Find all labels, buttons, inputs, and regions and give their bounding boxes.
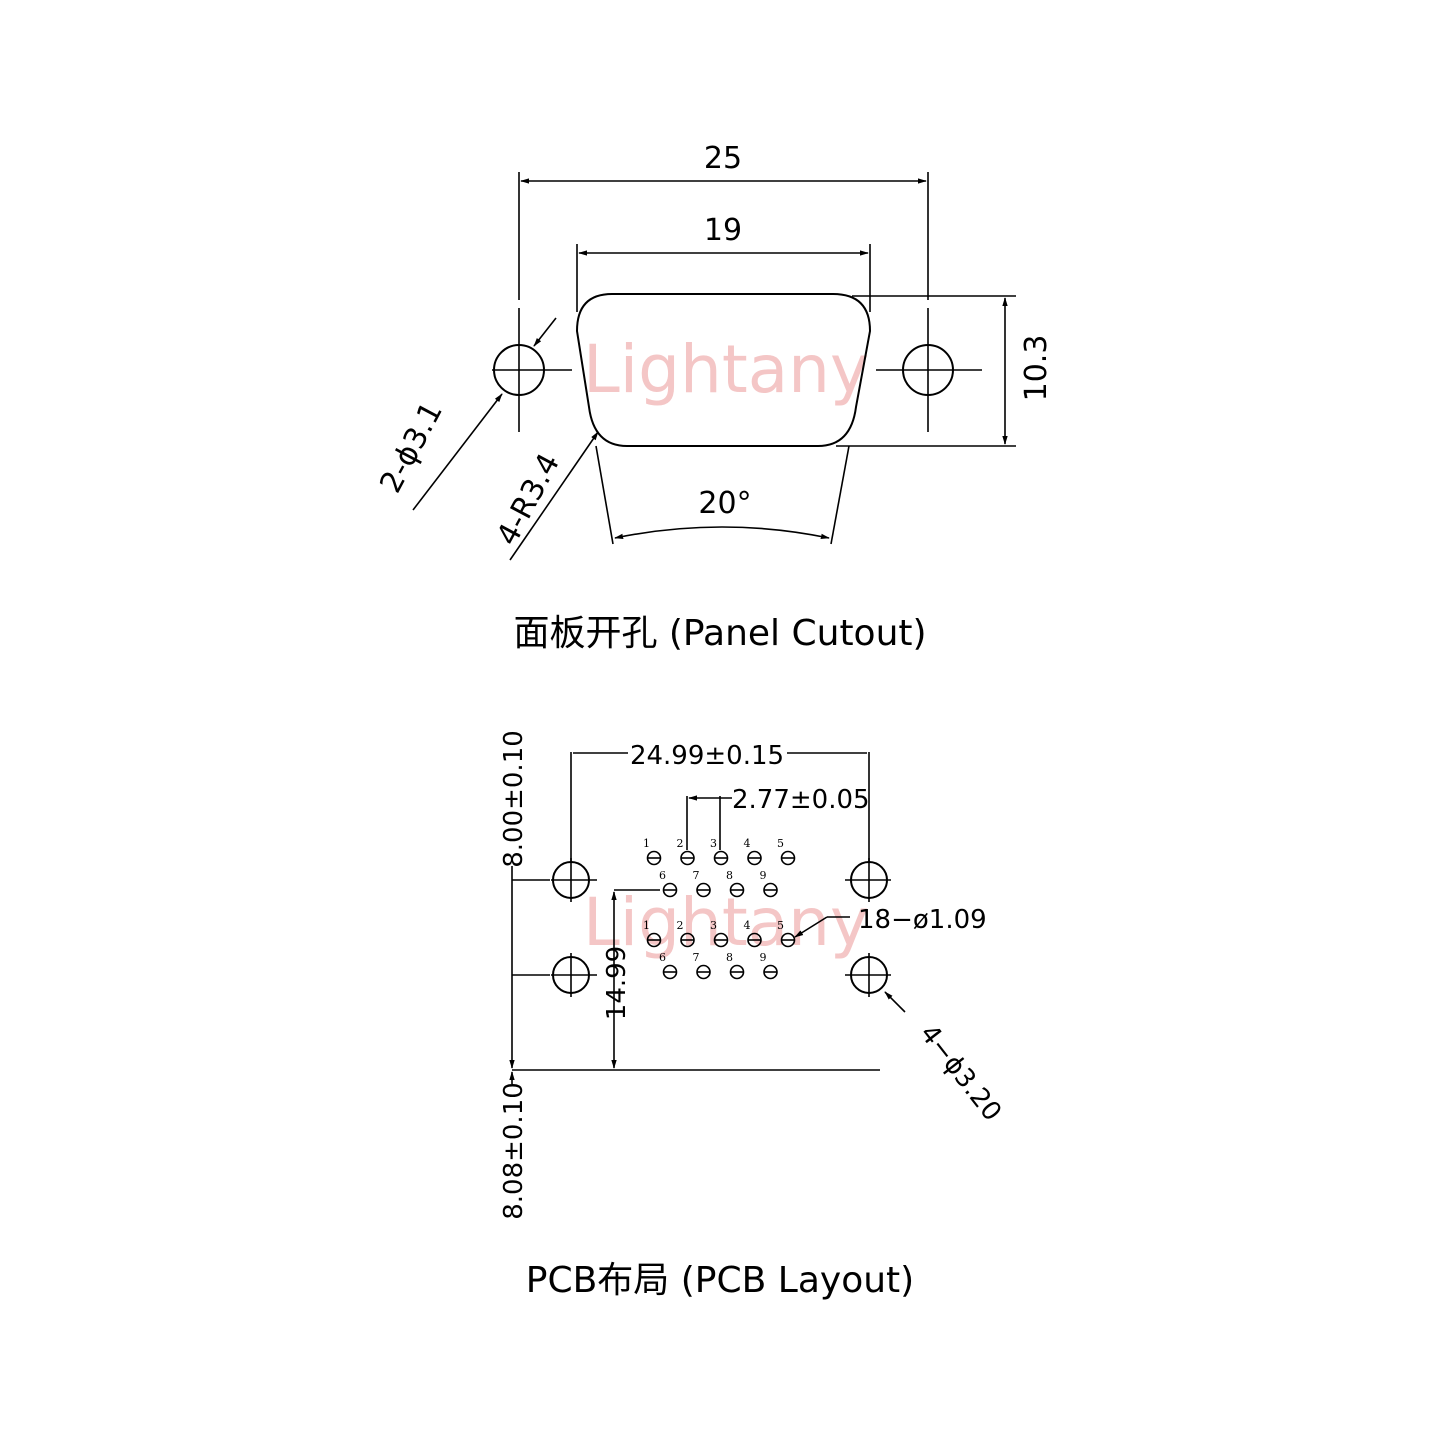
dim-cutout-width: 19 <box>704 213 742 248</box>
pin-number-label: 6 <box>659 951 666 964</box>
pcb-caption: PCB布局 (PCB Layout) <box>526 1260 914 1301</box>
pin-number-label: 3 <box>710 837 717 850</box>
dim-top-offset: 8.00±0.10 <box>499 730 529 868</box>
pin-number-label: 9 <box>760 951 767 964</box>
angle-ext-right <box>830 445 850 545</box>
panel-cutout-view: Lightany 25 19 10.3 2-ϕ3.1 4-R3.4 <box>373 141 1054 654</box>
pin-number-label: 8 <box>726 869 733 882</box>
dim-height: 10.3 <box>1019 335 1054 402</box>
cutout-outline <box>575 293 872 447</box>
dim-radius: 4-R3.4 <box>490 448 567 551</box>
dim-angle: 20° <box>698 486 751 521</box>
dim-bottom-offset: 8.08±0.10 <box>499 1082 529 1220</box>
dim-pin-holes: 18−ø1.09 <box>858 905 987 935</box>
leader-hole-out <box>533 317 557 347</box>
angle-ext-left <box>595 445 614 545</box>
pin-number-label: 3 <box>710 919 717 932</box>
dim-row-spacing: 14.99 <box>602 946 632 1020</box>
pin-number-label: 4 <box>744 919 751 932</box>
pin-number-label: 1 <box>643 919 650 932</box>
pin-number-label: 5 <box>777 919 784 932</box>
watermark-panel: Lightany <box>583 331 869 408</box>
dim-hole-spacing: 24.99±0.15 <box>630 741 784 771</box>
leader-pin-holes <box>794 916 828 938</box>
pin-number-label: 9 <box>760 869 767 882</box>
leader-mount-holes <box>884 991 906 1013</box>
pin-number-label: 7 <box>693 951 700 964</box>
watermark-pcb: Lightany <box>583 884 869 961</box>
dim-mount-holes: 4−ϕ3.20 <box>914 1019 1007 1127</box>
pin-rows: 1 2 3 4 5 6 7 8 9 1 2 3 4 5 6 7 8 9 <box>643 837 796 980</box>
angle-arc <box>614 526 830 540</box>
pin-number-label: 2 <box>677 919 684 932</box>
dim-pin-pitch: 2.77±0.05 <box>732 785 870 815</box>
leader-hole <box>412 393 503 511</box>
leader-radius <box>509 431 599 561</box>
pin-number-label: 5 <box>777 837 784 850</box>
pcb-layout-view: Lightany 1 2 3 4 5 6 7 8 9 1 2 3 4 5 6 7 8 9 24.99±0.15 2… <box>499 730 1007 1301</box>
pin-number-label: 8 <box>726 951 733 964</box>
pin-number-label: 1 <box>643 837 650 850</box>
pin-number-label: 4 <box>744 837 751 850</box>
pin-number-label: 6 <box>659 869 666 882</box>
dim-hole: 2-ϕ3.1 <box>373 396 450 498</box>
dim-overall-width: 25 <box>704 141 742 176</box>
pin-number-label: 2 <box>677 837 684 850</box>
panel-caption: 面板开孔 (Panel Cutout) <box>513 613 926 654</box>
pin-number-label: 7 <box>693 869 700 882</box>
